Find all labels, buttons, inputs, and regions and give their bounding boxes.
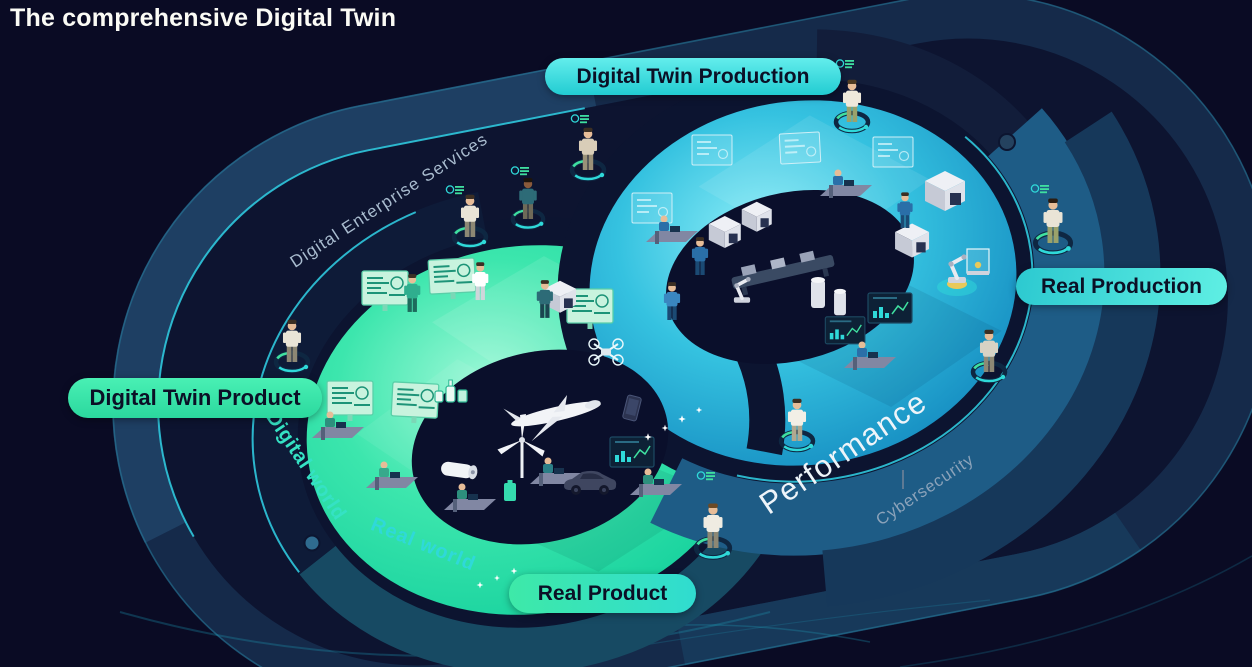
loop-crossing xyxy=(270,211,786,649)
design-monitor-icon xyxy=(361,270,409,312)
wireframe-screen-icon xyxy=(778,131,822,165)
outer-edge-line xyxy=(112,0,1252,667)
real-production-pill: Real Production xyxy=(1016,268,1227,305)
dashboard-monitor-icon xyxy=(609,436,655,468)
wireframe-screen-icon xyxy=(691,134,733,166)
page-title: The comprehensive Digital Twin xyxy=(10,4,397,32)
real-product-pill: Real Product xyxy=(509,574,696,613)
services-band-cyan-edge xyxy=(157,37,1229,667)
cybersecurity-band xyxy=(112,0,1252,667)
ring-node-dot xyxy=(303,534,321,552)
dashboard-monitor-icon xyxy=(824,316,866,345)
battery-icon xyxy=(504,480,516,501)
printer-3d-icon xyxy=(966,248,990,276)
tank-icon xyxy=(811,277,825,308)
digital-enterprise-services-band xyxy=(112,0,1252,667)
digital-world-cyan-edge xyxy=(251,186,805,667)
wireframe-screen-icon xyxy=(872,136,914,168)
ring-node-dot xyxy=(998,133,1016,151)
digital-twin-production-pill: Digital Twin Production xyxy=(545,58,841,95)
digital-world-band xyxy=(251,186,805,667)
design-monitor-icon xyxy=(326,380,374,422)
dashboard-monitor-icon xyxy=(867,292,913,324)
digital-twin-product-pill: Digital Twin Product xyxy=(68,378,322,418)
real-world-band xyxy=(251,186,805,667)
production-loop-content xyxy=(631,131,990,370)
tank-icon xyxy=(834,288,846,316)
performance-cyan-edge xyxy=(572,83,1034,483)
